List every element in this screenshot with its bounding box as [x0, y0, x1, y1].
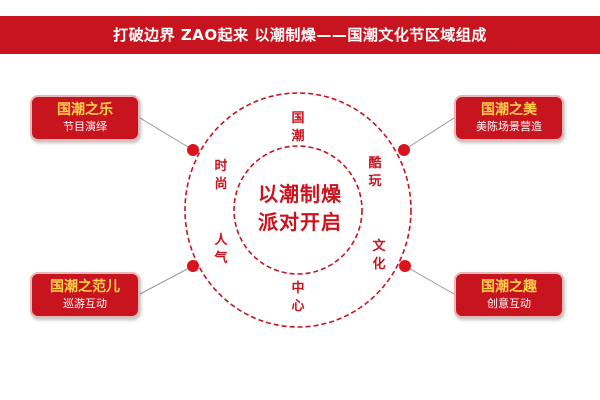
zone-box-fun: 国潮之趣 创意互动	[454, 272, 564, 318]
ring-char: 人	[214, 233, 228, 248]
zone-box-music: 国潮之乐 节目演绎	[30, 95, 140, 141]
connector-bottom-left	[139, 265, 194, 295]
zone-title: 国潮之趣	[481, 279, 537, 295]
center-slogan: 以潮制燥 派对开启	[230, 180, 370, 236]
zone-box-style: 国潮之范儿 巡游互动	[30, 272, 140, 318]
zone-title: 国潮之美	[481, 102, 537, 118]
ring-dot-top-right	[398, 144, 410, 156]
inner-ring	[233, 145, 363, 275]
ring-char: 潮	[291, 129, 305, 144]
connector-bottom-right	[404, 265, 455, 295]
ring-char: 气	[214, 251, 228, 266]
zone-subtitle: 美陈场景营造	[476, 120, 542, 133]
ring-dot-top-left	[187, 144, 199, 156]
zone-box-beauty: 国潮之美 美陈场景营造	[454, 95, 564, 141]
ring-char: 中	[291, 281, 305, 296]
page-title: 打破边界 ZAO起来 以潮制燥——国潮文化节区域组成	[113, 26, 487, 44]
center-line-1: 以潮制燥	[258, 182, 342, 206]
ring-char: 玩	[368, 174, 382, 189]
ring-char: 时	[214, 159, 228, 174]
connector-top-right	[403, 117, 455, 151]
ring-dot-bottom-left	[187, 260, 199, 272]
zone-title: 国潮之乐	[57, 102, 113, 118]
connector-top-left	[139, 117, 194, 151]
ring-dot-bottom-right	[399, 260, 411, 272]
center-line-2: 派对开启	[258, 210, 342, 234]
zone-title: 国潮之范儿	[50, 279, 120, 295]
outer-ring	[184, 92, 412, 328]
ring-char: 酷	[368, 156, 382, 171]
header-banner: 打破边界 ZAO起来 以潮制燥——国潮文化节区域组成	[0, 16, 600, 54]
zone-subtitle: 巡游互动	[63, 297, 107, 310]
ring-char: 尚	[214, 177, 228, 192]
ring-char: 国	[291, 111, 305, 126]
ring-char: 心	[291, 299, 305, 314]
zone-subtitle: 创意互动	[487, 297, 531, 310]
zone-subtitle: 节目演绎	[63, 120, 107, 133]
ring-char: 化	[372, 257, 386, 272]
ring-char: 文	[372, 239, 386, 254]
